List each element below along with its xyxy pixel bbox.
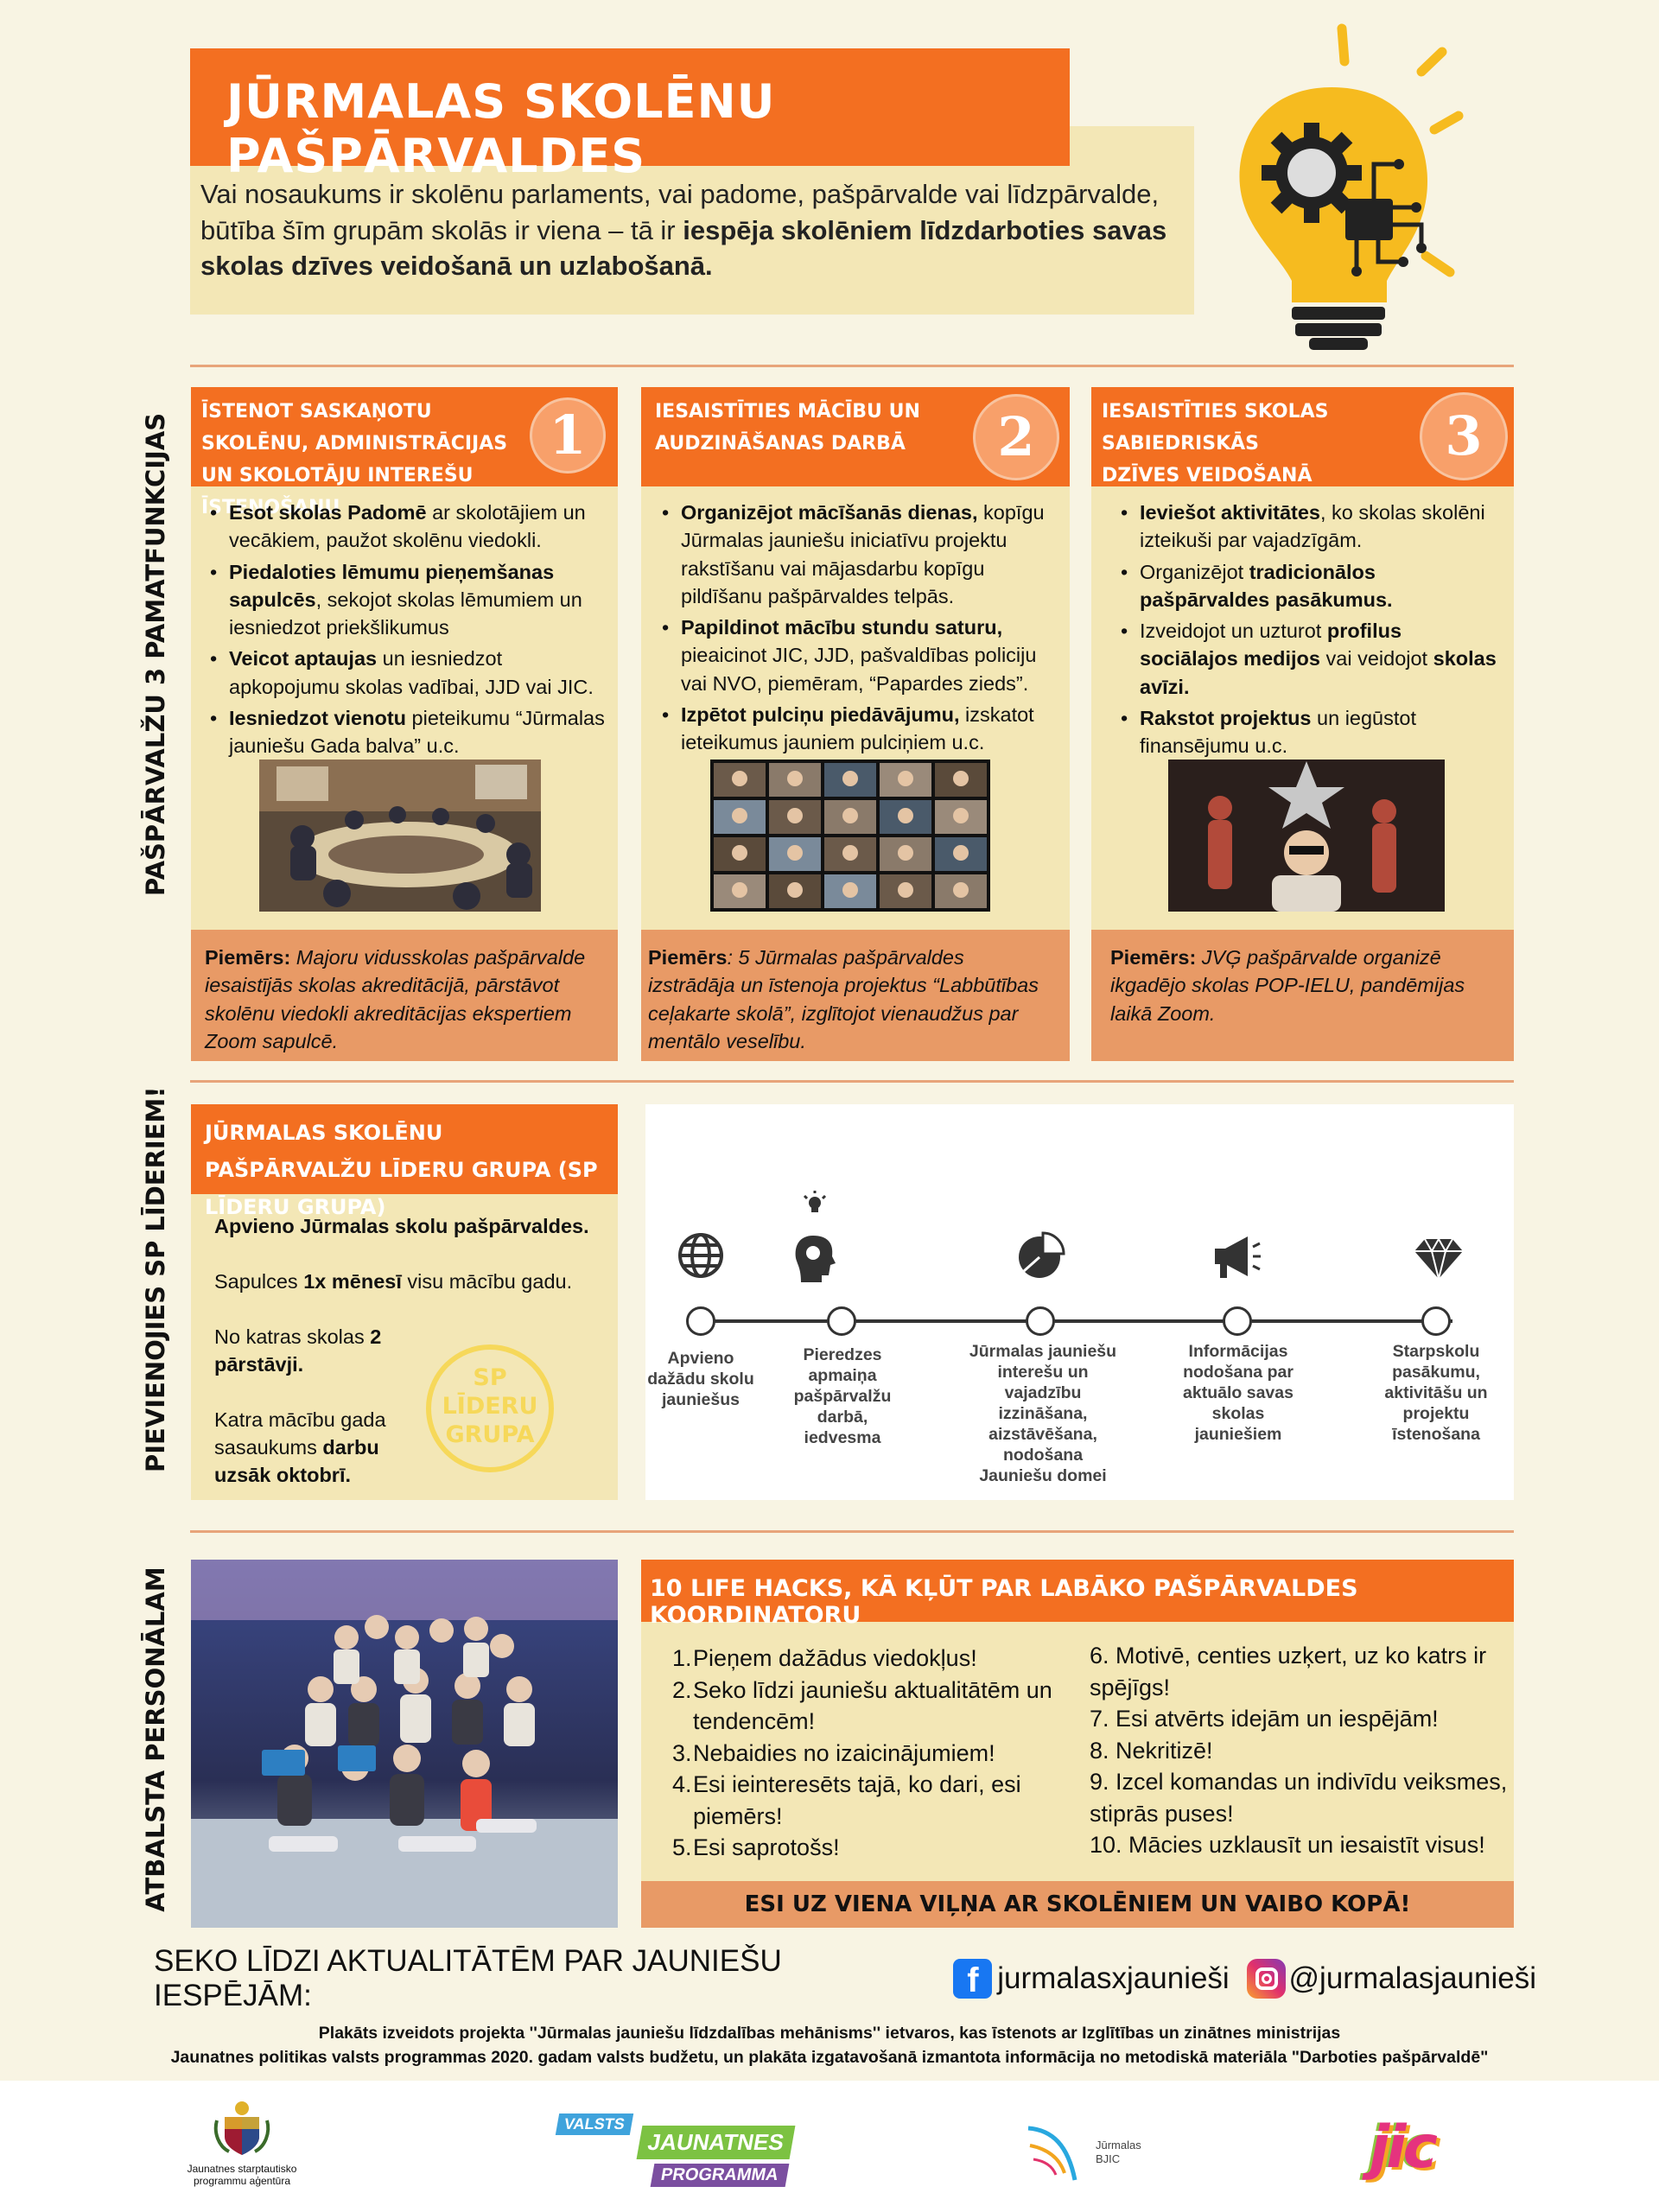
megaphone-icon (1215, 1236, 1261, 1278)
list-item: Organizējot tradicionālos pašpārvaldes p… (1119, 558, 1503, 614)
bird-swoosh-icon (1027, 2126, 1077, 2181)
timeline-label-3: Jūrmalas jauniešu interešu un vajadzību … (969, 1342, 1117, 1485)
list-item: Piedaloties lēmumu pieņemšanas sapulcēs,… (208, 558, 607, 642)
column-3-header: IESAISTĪTIES SKOLAS SABIEDRISKĀS DZĪVES … (1091, 387, 1514, 486)
timeline-label-1: Apvieno dažādu skolu jauniešus (647, 1349, 754, 1409)
list-item: Iesniedzot vienotu pieteikumu “Jūrmalas … (208, 704, 607, 760)
list-item: Ieviešot aktivitātes, ko skolas skolēni … (1119, 499, 1503, 555)
side-label-support: ATBALSTA PERSONĀLAM (141, 1567, 170, 1912)
globe-icon (678, 1233, 723, 1278)
timeline-panel: Apvieno dažādu skolu jauniešus Pieredzes… (645, 1104, 1514, 1500)
column-2-header: IESAISTĪTIES MĀCĪBU UN AUDZINĀŠANAS DARB… (641, 387, 1070, 486)
column-1-number: 1 (530, 397, 606, 474)
list-item: 1.Pieņem dažādus viedokļus! (672, 1645, 977, 1671)
slogan: ESI UZ VIENA VIĻŅA AR SKOLĒNIEM UN VAIBO… (744, 1891, 1411, 1917)
list-item: Izpētot pulciņu piedāvājumu, izskatot ie… (660, 701, 1059, 757)
list-item: 7. Esi atvērts idejām un iespējām! (1090, 1706, 1439, 1732)
timeline-dot-5 (1421, 1306, 1451, 1336)
column-3-title: IESAISTĪTIES SKOLAS SABIEDRISKĀS DZĪVES … (1102, 401, 1329, 486)
pie-chart-icon (1019, 1231, 1065, 1278)
leaders-header: JŪRMALAS SKOLĒNU PAŠPĀRVALŽU LĪDERU GRUP… (191, 1104, 618, 1219)
intro-text: Vai nosaukums ir skolēnu parlaments, vai… (200, 179, 1167, 281)
timeline-dot-3 (1026, 1306, 1055, 1336)
list-item: 5.Esi saprotošs! (672, 1834, 840, 1860)
column-3-number: 3 (1420, 392, 1508, 480)
hacks-title: 10 LIFE HACKS, KĀ KĻŪT PAR LABĀKO PAŠPĀR… (650, 1575, 1358, 1629)
list-item: Veicot aptaujas un iesniedzot apkopojumu… (208, 645, 607, 701)
list-item: Esot skolas Padomē ar skolotājiem un vec… (208, 499, 607, 555)
hacks-header: 10 LIFE HACKS, KĀ KĻŪT PAR LABĀKO PAŠPĀR… (641, 1560, 1514, 1629)
jurmalas-bjic-logo: Jūrmalas BJIC (1027, 2120, 1165, 2189)
list-item: 8. Nekritizē! (1090, 1737, 1213, 1764)
main-title-banner: JŪRMALAS SKOLĒNU PAŠPĀRVALDES (190, 48, 1070, 183)
slogan-bar: ESI UZ VIENA VIĻŅA AR SKOLĒNIEM UN VAIBO… (641, 1881, 1514, 1928)
column-2-number: 2 (973, 394, 1059, 480)
follow-text: SEKO LĪDZI AKTUALITĀTĒM PAR JAUNIEŠU IES… (154, 1944, 782, 2012)
follow-row: SEKO LĪDZI AKTUALITĀTĒM PAR JAUNIEŠU IES… (154, 1944, 1537, 2012)
column-2-title: IESAISTĪTIES MĀCĪBU UN AUDZINĀŠANAS DARB… (655, 401, 920, 454)
facebook-handle[interactable]: jurmalasxjaunieši (997, 1961, 1230, 1995)
timeline-label-4: Informācijas nodošana par aktuālo savas … (1183, 1342, 1294, 1444)
column-2-example-bg (641, 930, 1070, 1061)
list-item: 9. Izcel komandas un indivīdu veiksmes, … (1090, 1769, 1508, 1827)
list-item: 3.Nebaidies no izaicinājumiem! (672, 1739, 995, 1766)
column-3-example: Piemērs: JVĢ pašpārvalde organizē ikgadē… (1110, 946, 1465, 1025)
hacks-list-left: 1.Pieņem dažādus viedokļus! 2.Seko līdzi… (672, 1643, 1078, 1864)
logos-strip: Jaunatnes starptautisko programmu aģentū… (0, 2081, 1659, 2212)
agency-logo: Jaunatnes starptautisko programmu aģentū… (177, 2098, 307, 2187)
lightbulb-gear-icon (1239, 23, 1464, 350)
list-item: Papildinot mācību stundu saturu, pieaici… (660, 613, 1059, 697)
column-2-example: Piemērs: 5 Jūrmalas pašpārvaldes izstrād… (648, 946, 1039, 1052)
list-item: 2.Seko līdzi jauniešu aktualitātēm un te… (672, 1676, 1052, 1735)
divider-2 (190, 1080, 1514, 1083)
column-1-example-bg (191, 930, 618, 1061)
zoom-call-photo (710, 760, 990, 912)
instagram-icon (1246, 1959, 1286, 1999)
column-3-list: Ieviešot aktivitātes, ko skolas skolēni … (1091, 486, 1514, 764)
column-3-example-bg (1091, 930, 1514, 1061)
footer-note: Plakāts izveidots projekta ''Jūrmalas ja… (170, 2024, 1489, 2067)
column-2-list: Organizējot mācīšanās dienas, kopīgu Jūr… (641, 486, 1070, 760)
meeting-room-photo (259, 760, 541, 912)
jic-logo: jic (1370, 2113, 1438, 2182)
timeline-label-2: Pieredzes apmaiņa pašpārvalžu darbā, ied… (793, 1345, 892, 1447)
timeline-dot-4 (1223, 1306, 1252, 1336)
valsts-jaunatnes-programma-logo: VALSTS JAUNATNES PROGRAMMA (555, 2113, 796, 2200)
hacks-list-right: 6. Motivē, centies uzķert, uz ko katrs i… (1090, 1640, 1513, 1861)
timeline-dot-1 (686, 1306, 715, 1336)
coat-of-arms-icon (213, 2101, 270, 2155)
timeline-label-5: Starpskolu pasākumu, aktivitāšu un proje… (1384, 1342, 1488, 1444)
column-1-list: Esot skolas Padomē ar skolotājiem un vec… (191, 486, 618, 764)
list-item: Organizējot mācīšanās dienas, kopīgu Jūr… (660, 499, 1059, 610)
timeline-dot-2 (827, 1306, 856, 1336)
leaders-title: JŪRMALAS SKOLĒNU PAŠPĀRVALŽU LĪDERU GRUP… (205, 1121, 598, 1219)
divider-3 (190, 1530, 1514, 1533)
facebook-icon: f (953, 1959, 993, 1999)
list-item: 6. Motivē, centies uzķert, uz ko katrs i… (1090, 1643, 1487, 1700)
leaders-text: Apvieno Jūrmalas skolu pašpārvaldes. Sap… (214, 1215, 589, 1486)
instagram-handle[interactable]: @jurmalasjaunieši (1288, 1961, 1537, 1995)
pop-iela-stage-photo (1168, 760, 1445, 912)
group-photo (191, 1560, 618, 1928)
list-item: 10. Mācies uzklausīt un iesaistīt visus! (1090, 1832, 1485, 1858)
page-title: JŪRMALAS SKOLĒNU PAŠPĀRVALDES (226, 74, 776, 183)
head-lightbulb-icon (795, 1191, 836, 1282)
side-label-functions: PAŠPĀRVALŽU 3 PAMATFUNKCIJAS (141, 412, 170, 896)
column-1-example: Piemērs: Majoru vidusskolas pašpārvalde … (205, 946, 586, 1052)
column-1-header: ĪSTENOT SASKAŅOTU SKOLĒNU, ADMINISTRĀCIJ… (191, 387, 618, 518)
list-item: Rakstot projektus un iegūstot finansējum… (1119, 704, 1503, 760)
side-label-join: PIEVIENOJIES SP LĪDERIEM! (141, 1086, 170, 1472)
timeline-line (701, 1319, 1452, 1323)
list-item: Izveidojot un uzturot profilus sociālajo… (1119, 617, 1503, 701)
divider-1 (190, 365, 1514, 367)
list-item: 4.Esi ieinteresēts tajā, ko dari, esi pi… (672, 1771, 1021, 1829)
diamond-icon (1414, 1236, 1463, 1280)
